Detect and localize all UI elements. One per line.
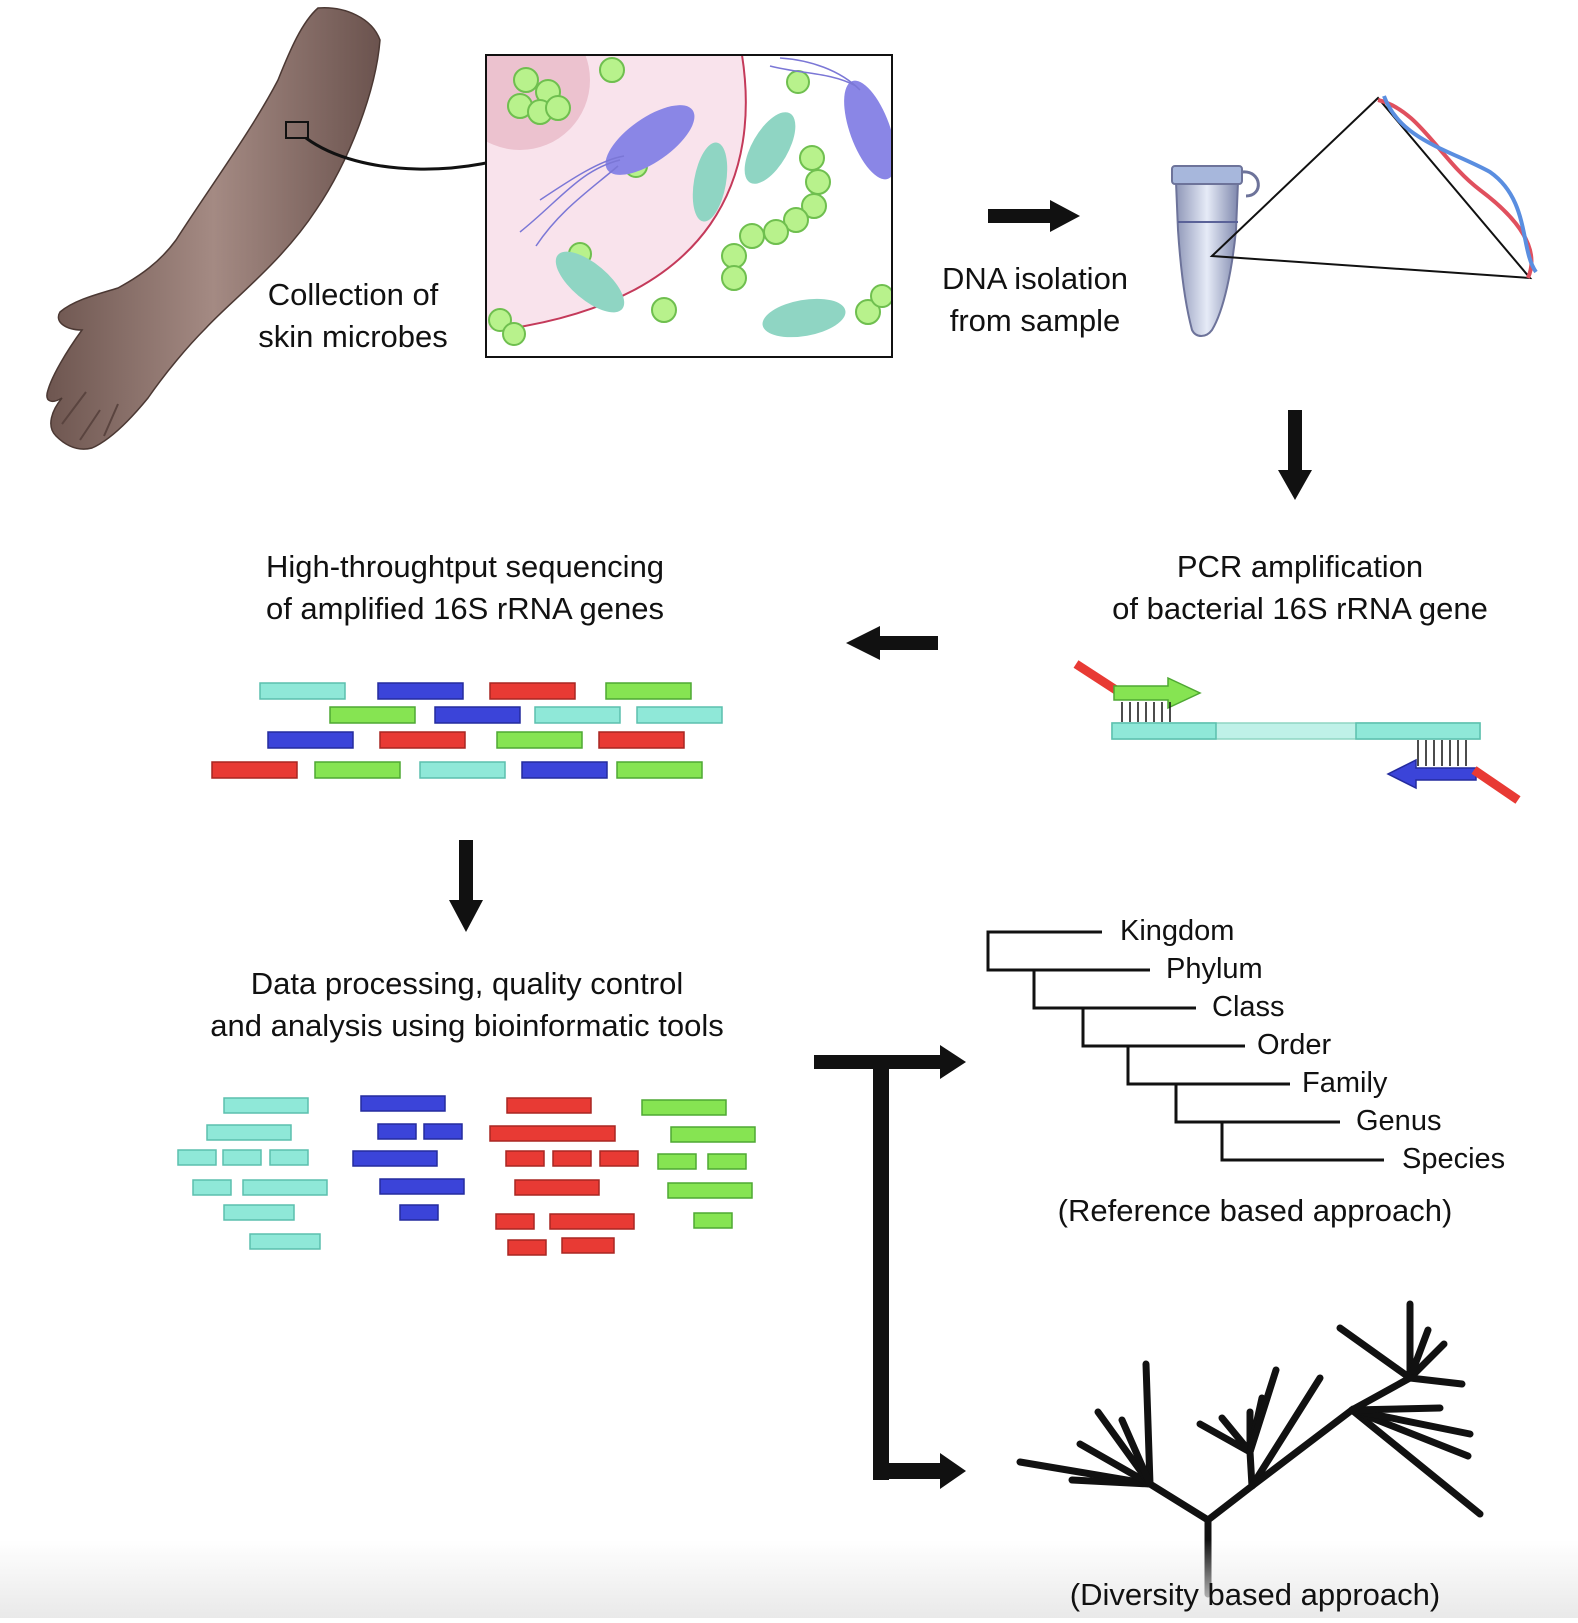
sequencing-line-1: High-throughtput sequencing xyxy=(265,549,665,584)
read-bar xyxy=(211,761,298,779)
green-primer-bonds xyxy=(1121,702,1171,722)
flow-arrows xyxy=(449,200,1312,932)
reference-approach-caption: (Reference based approach) xyxy=(1057,1193,1453,1228)
collection-line-2: skin microbes xyxy=(258,319,448,354)
arrow-right-dna xyxy=(988,200,1080,232)
rank-family: Family xyxy=(1302,1067,1388,1099)
rank-genus: Genus xyxy=(1356,1105,1442,1137)
processing-label: Data processing, quality control and ana… xyxy=(150,963,784,1047)
processing-line-2: and analysis using bioinformatic tools xyxy=(210,1008,724,1043)
read-bar xyxy=(521,761,608,779)
pcr-primer-diagram xyxy=(1073,660,1521,804)
read-bar xyxy=(636,706,723,724)
arrow-left-seq xyxy=(846,626,938,660)
clustered-reads xyxy=(177,1095,756,1256)
pcr-line-1: PCR amplification xyxy=(1176,549,1424,584)
cluster-cyan xyxy=(177,1097,328,1250)
cluster-green xyxy=(641,1099,756,1229)
collection-label: Collection of skin microbes xyxy=(240,274,466,358)
read-bar xyxy=(616,761,703,779)
blue-primer-bonds xyxy=(1417,740,1467,766)
bracket-arrows xyxy=(814,1045,966,1489)
rank-kingdom: Kingdom xyxy=(1120,915,1235,947)
read-bar xyxy=(496,731,583,749)
dna-isolation-line-2: from sample xyxy=(949,303,1121,338)
microbe-sample-box xyxy=(485,54,893,358)
rank-class: Class xyxy=(1212,991,1285,1023)
bottom-fade xyxy=(0,1540,1578,1618)
read-bar xyxy=(267,731,354,749)
pcr-label: PCR amplification of bacterial 16S rRNA … xyxy=(1060,546,1540,630)
read-bar xyxy=(598,731,685,749)
read-bar xyxy=(419,761,506,779)
read-bar xyxy=(329,706,416,724)
phylogenetic-tree xyxy=(1016,1300,1484,1598)
read-bar xyxy=(379,731,466,749)
rank-species: Species xyxy=(1402,1143,1506,1175)
read-bar xyxy=(605,682,692,700)
dna-isolation-line-1: DNA isolation xyxy=(941,261,1129,296)
sequencing-label: High-throughtput sequencing of amplified… xyxy=(200,546,730,630)
read-bar xyxy=(534,706,621,724)
read-bar xyxy=(434,706,521,724)
dna-isolation-label: DNA isolation from sample xyxy=(910,258,1160,342)
taxonomy-cladogram xyxy=(986,930,1384,1162)
rank-phylum: Phylum xyxy=(1166,953,1263,985)
processing-line-1: Data processing, quality control xyxy=(250,966,684,1001)
tube-illustration xyxy=(1171,95,1538,337)
read-bar xyxy=(489,682,576,700)
read-bar xyxy=(314,761,401,779)
cluster-blue xyxy=(352,1095,465,1221)
sequencing-reads xyxy=(211,682,723,779)
collection-line-1: Collection of xyxy=(267,277,439,312)
arm-illustration xyxy=(46,7,546,450)
read-bar xyxy=(377,682,464,700)
diversity-approach-caption: (Diversity based approach) xyxy=(1069,1577,1441,1612)
arrow-down-processing xyxy=(449,840,483,932)
rank-order: Order xyxy=(1257,1029,1332,1061)
arrow-down-pcr xyxy=(1278,410,1312,500)
cluster-red xyxy=(489,1097,639,1256)
sequencing-line-2: of amplified 16S rRNA genes xyxy=(265,591,665,626)
read-bar xyxy=(259,682,346,700)
pcr-line-2: of bacterial 16S rRNA gene xyxy=(1112,591,1488,626)
